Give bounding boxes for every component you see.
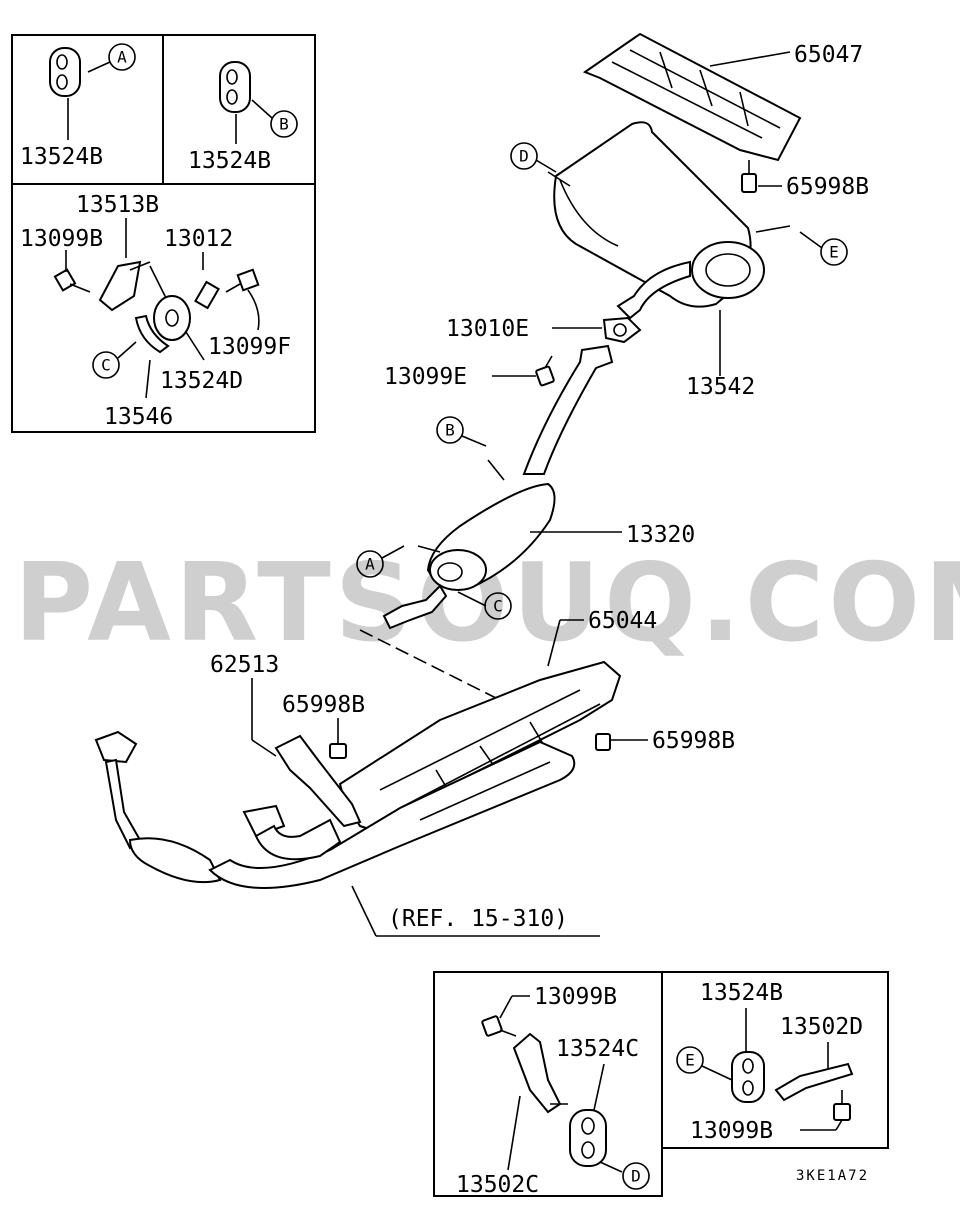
- part-label: 13546: [104, 404, 173, 430]
- callout-d: D: [622, 1162, 650, 1190]
- part-label: 13502D: [780, 1014, 863, 1040]
- svg-text:A: A: [117, 48, 127, 67]
- rubber-hanger-icon: [49, 47, 81, 97]
- svg-text:B: B: [279, 115, 289, 134]
- part-label: 13010E: [446, 316, 529, 342]
- inset-cell-a: A 13524B: [20, 43, 136, 170]
- bolt-icon: [595, 733, 611, 751]
- main-muffler: [547, 121, 791, 320]
- part-label: 13513B: [76, 192, 159, 218]
- diagram-code: 3KE1A72: [796, 1168, 869, 1184]
- svg-text:D: D: [631, 1167, 641, 1186]
- inset-cell-d: 13099B 13502C 13524C D: [456, 984, 650, 1198]
- bracket-icon: [512, 1032, 568, 1114]
- callout-b: B: [436, 416, 464, 444]
- part-label: 62513: [210, 652, 279, 678]
- part-label: 13099B: [20, 226, 103, 252]
- bolt-icon: [481, 1015, 517, 1037]
- callout-e: E: [676, 1046, 704, 1074]
- svg-text:C: C: [101, 356, 111, 375]
- bracket-icon: [774, 1062, 854, 1102]
- callout-c: C: [92, 351, 120, 379]
- part-label: 13099B: [534, 984, 617, 1010]
- bolt-icon: [833, 1090, 851, 1121]
- part-label: 65998B: [282, 692, 365, 718]
- callout-a: A: [356, 550, 384, 578]
- reference-label: (REF. 15-310): [388, 906, 568, 932]
- svg-text:B: B: [445, 421, 455, 440]
- inset-bottom: 13099B 13502C 13524C D: [433, 971, 889, 1198]
- rubber-hanger-icon: [149, 265, 191, 341]
- part-label: 13524B: [20, 144, 103, 170]
- part-label: 65044: [588, 608, 657, 634]
- part-label: 13099B: [690, 1118, 773, 1144]
- inset-cell-e: 13524B E 13502D 13099B: [676, 980, 863, 1144]
- part-label: 13012: [164, 226, 233, 252]
- bracket-62513: [274, 734, 362, 828]
- callout-b: B: [270, 110, 298, 138]
- collar-icon: [194, 280, 220, 310]
- svg-text:A: A: [365, 555, 375, 574]
- heat-protector-rear: [582, 32, 802, 162]
- bolt-icon: [741, 160, 757, 193]
- bolt-icon: [535, 355, 555, 387]
- part-label: 13524B: [700, 980, 783, 1006]
- part-label: 13502C: [456, 1172, 539, 1198]
- inset-bottom-e-frame: [661, 971, 889, 1149]
- part-label: 13524C: [556, 1036, 639, 1062]
- part-label: 65998B: [652, 728, 735, 754]
- bolt-icon: [329, 743, 347, 759]
- part-label: 13524B: [188, 148, 271, 174]
- callout-a: A: [108, 43, 136, 71]
- callout-e: E: [820, 238, 848, 266]
- rubber-hanger-icon: [219, 61, 251, 113]
- bolt-icon: [225, 268, 260, 293]
- svg-text:E: E: [685, 1051, 695, 1070]
- inset-cell-c: 13513B 13099B 13012: [20, 192, 291, 430]
- part-label: 13542: [686, 374, 755, 400]
- part-label: 13099F: [208, 334, 291, 360]
- svg-text:D: D: [519, 147, 529, 166]
- part-label: 13320: [626, 522, 695, 548]
- inset-top-left: A 13524B B 13524B 13513B 13099B 13012: [11, 34, 316, 433]
- clamp-icon: [134, 314, 170, 354]
- center-pipe-muffler: [382, 344, 614, 630]
- rubber-hanger-icon: [569, 1109, 607, 1167]
- bracket-icon: [98, 260, 151, 312]
- part-label: 65998B: [786, 174, 869, 200]
- gasket-icon: [602, 316, 642, 344]
- bolt-icon: [53, 268, 91, 293]
- part-label: 65047: [794, 42, 863, 68]
- part-label: 13524D: [160, 368, 243, 394]
- svg-text:C: C: [493, 597, 503, 616]
- callout-d: D: [510, 142, 538, 170]
- part-label: 13099E: [384, 364, 467, 390]
- rubber-hanger-icon: [731, 1051, 765, 1103]
- svg-text:E: E: [829, 243, 839, 262]
- heat-protector-center: [338, 660, 622, 838]
- inset-cell-b: B 13524B: [188, 61, 298, 174]
- front-pipe-catalyst: [94, 730, 576, 889]
